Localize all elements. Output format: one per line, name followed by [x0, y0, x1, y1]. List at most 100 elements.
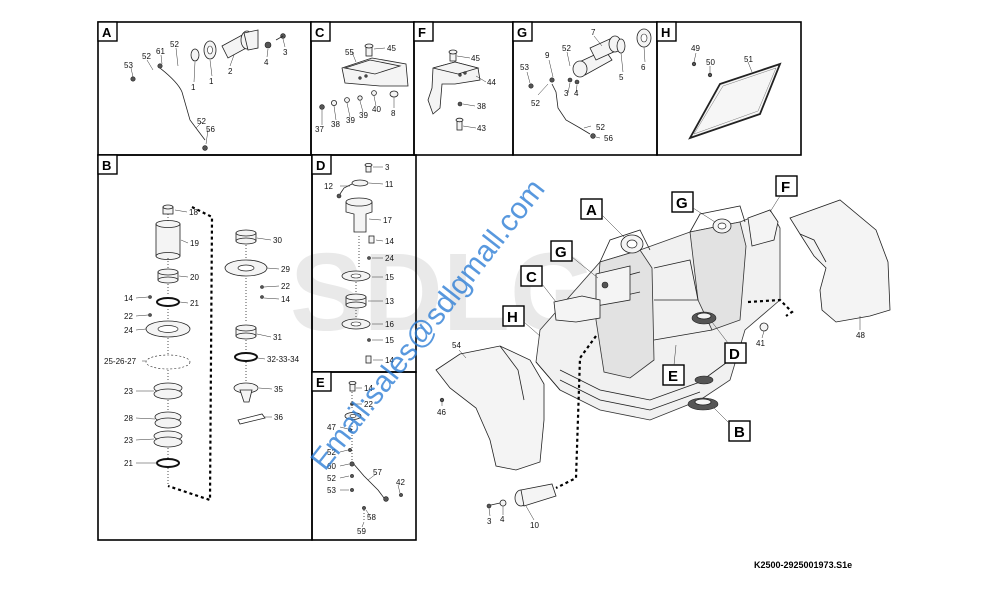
label: 7 — [591, 28, 596, 37]
reference-code: K2500-2925001973.S1e — [754, 560, 852, 570]
label: 25-26-27 — [104, 357, 137, 366]
label: 21 — [190, 299, 199, 308]
label: 17 — [383, 216, 392, 225]
callout-g-top: G — [671, 191, 716, 223]
label: 22 — [364, 400, 373, 409]
label: 38 — [331, 120, 340, 129]
label: 52 — [142, 52, 151, 61]
label: 52 — [531, 99, 540, 108]
label: 29 — [281, 265, 290, 274]
svg-text:A: A — [586, 202, 597, 219]
panel-h: H 49 50 51 — [656, 21, 802, 156]
label: 12 — [324, 182, 333, 191]
label: 44 — [487, 78, 496, 87]
label: 1 — [191, 83, 196, 92]
label: 19 — [190, 239, 199, 248]
label: 15 — [385, 336, 394, 345]
label: 28 — [124, 414, 133, 423]
label: 45 — [471, 54, 480, 63]
callout-f: F — [769, 175, 798, 213]
label: 53 — [327, 486, 336, 495]
label: 22 — [281, 282, 290, 291]
panel-e: E 14 22 47 5 — [311, 371, 417, 541]
label: 57 — [373, 468, 382, 477]
label: 8 — [391, 109, 396, 118]
svg-text:G: G — [676, 195, 688, 212]
label: 13 — [385, 297, 394, 306]
svg-text:H: H — [507, 309, 518, 326]
label: 4 — [574, 89, 579, 98]
label: 14 — [385, 237, 394, 246]
callout-c: C — [520, 265, 601, 323]
panel-d: D 3 — [311, 154, 417, 373]
label: 24 — [124, 326, 133, 335]
label: 16 — [385, 320, 394, 329]
label: 14 — [364, 384, 373, 393]
panel-g-letter: G — [517, 25, 527, 40]
label: 15 — [385, 273, 394, 282]
svg-text:F: F — [781, 179, 790, 196]
label: 52 — [327, 474, 336, 483]
label: 39 — [359, 111, 368, 120]
label: 45 — [387, 44, 396, 53]
panel-f: F 45 44 38 43 — [413, 21, 514, 156]
label: 47 — [327, 423, 336, 432]
label: 52 — [562, 44, 571, 53]
label: 5 — [619, 73, 624, 82]
label: 24 — [385, 254, 394, 263]
label: 52 — [197, 117, 206, 126]
svg-text:C: C — [526, 269, 537, 286]
label: 4 — [264, 58, 269, 67]
label: 42 — [396, 478, 405, 487]
panel-b-letter: B — [102, 158, 111, 173]
label: 20 — [190, 273, 199, 282]
label: 14 — [281, 295, 290, 304]
label: 52 — [170, 40, 179, 49]
label: 11 — [385, 180, 394, 189]
label: 3 — [283, 48, 288, 57]
label: 31 — [273, 333, 282, 342]
label: 55 — [345, 48, 354, 57]
label: 18 — [189, 208, 198, 217]
label: 37 — [315, 125, 324, 134]
panel-d-letter: D — [316, 158, 325, 173]
label: 53 — [520, 63, 529, 72]
label: 53 — [124, 61, 133, 70]
panel-e-letter: E — [316, 375, 325, 390]
label: 1 — [209, 77, 214, 86]
label: 10 — [530, 521, 539, 530]
label: 3 — [564, 89, 569, 98]
label: 6 — [641, 63, 646, 72]
label: 54 — [452, 341, 461, 350]
callout-h: H — [502, 305, 541, 337]
label: 43 — [477, 124, 486, 133]
label: 3 — [487, 517, 492, 526]
main-assembly: A G F C H D E — [435, 175, 891, 530]
callout-g-mid: G — [550, 240, 599, 279]
label: 51 — [744, 55, 753, 64]
label: 56 — [604, 134, 613, 143]
panel-f-letter: F — [418, 25, 426, 40]
label: 36 — [274, 413, 283, 422]
label: 59 — [357, 527, 366, 536]
label: 32-33-34 — [267, 355, 300, 364]
label: 35 — [274, 385, 283, 394]
label: 14 — [124, 294, 133, 303]
label: 23 — [124, 436, 133, 445]
label: 49 — [691, 44, 700, 53]
label: 48 — [856, 331, 865, 340]
svg-text:G: G — [555, 244, 567, 261]
label: 56 — [206, 125, 215, 134]
label: 23 — [124, 387, 133, 396]
label: 4 — [500, 515, 505, 524]
label: 52 — [327, 448, 336, 457]
callout-e: E — [662, 344, 685, 386]
callout-b: B — [713, 407, 751, 442]
label: 14 — [385, 356, 394, 365]
label: 21 — [124, 459, 133, 468]
label: 58 — [367, 513, 376, 522]
svg-text:D: D — [729, 346, 740, 363]
panel-a-letter: A — [102, 25, 112, 40]
label: 46 — [437, 408, 446, 417]
